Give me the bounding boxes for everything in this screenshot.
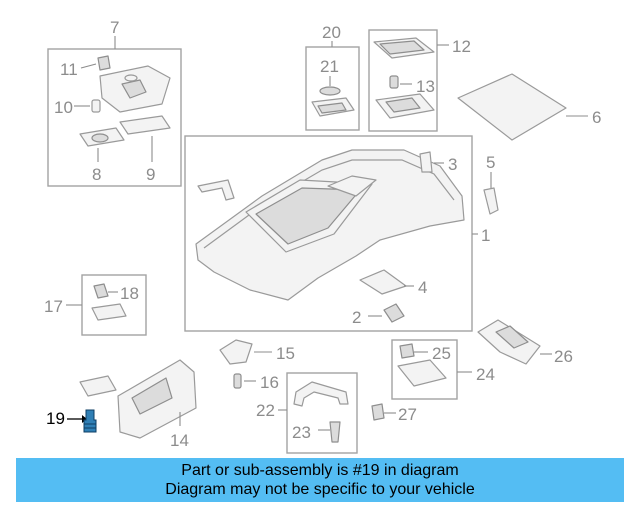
part-16[interactable]: 16: [233, 373, 279, 392]
part-14[interactable]: 14: [79, 359, 197, 450]
part-15[interactable]: 15: [219, 339, 295, 365]
part-5[interactable]: 5: [483, 153, 499, 215]
callout-27[interactable]: 27: [398, 405, 417, 424]
banner-line-2: Diagram may not be specific to your vehi…: [165, 481, 475, 498]
part-group-7[interactable]: 7 11 10 8 9: [47, 18, 182, 187]
callout-18[interactable]: 18: [120, 284, 139, 303]
group-12-frame: [368, 29, 438, 132]
part-27[interactable]: 27: [371, 403, 417, 424]
callout-1[interactable]: 1: [481, 226, 490, 245]
callout-23[interactable]: 23: [292, 423, 311, 442]
callout-9[interactable]: 9: [146, 165, 155, 184]
group-24-frame: [391, 339, 458, 400]
callout-5[interactable]: 5: [486, 153, 495, 172]
callout-21[interactable]: 21: [320, 57, 339, 76]
callout-26[interactable]: 26: [554, 347, 573, 366]
callout-10[interactable]: 10: [54, 98, 73, 117]
callout-3[interactable]: 3: [448, 155, 457, 174]
part-group-22[interactable]: 22 23: [256, 372, 358, 454]
part-group-24[interactable]: 24 25: [391, 339, 495, 400]
callout-2[interactable]: 2: [352, 308, 361, 327]
part-19[interactable]: 19: [46, 409, 97, 433]
info-banner: Part or sub-assembly is #19 in diagram D…: [16, 458, 624, 502]
callout-8[interactable]: 8: [92, 165, 101, 184]
callout-7[interactable]: 7: [110, 18, 119, 37]
callout-4[interactable]: 4: [418, 278, 427, 297]
callout-17[interactable]: 17: [44, 297, 63, 316]
part-group-20[interactable]: 20 21: [305, 23, 360, 131]
part-26[interactable]: 26: [477, 319, 573, 366]
banner-line-1: Part or sub-assembly is #19 in diagram: [181, 462, 459, 479]
callout-19[interactable]: 19: [46, 409, 65, 428]
parts-diagram: 7 11 10 8 9 20 21 12: [44, 18, 601, 454]
callout-15[interactable]: 15: [276, 344, 295, 363]
callout-11[interactable]: 11: [60, 60, 78, 79]
group-22-frame: [286, 372, 358, 454]
callout-13[interactable]: 13: [416, 77, 435, 96]
callout-12[interactable]: 12: [452, 37, 471, 56]
callout-22[interactable]: 22: [256, 401, 275, 420]
part-6[interactable]: 6: [457, 73, 601, 141]
callout-20[interactable]: 20: [322, 23, 341, 42]
part-group-1[interactable]: 1 3 4 2: [184, 135, 490, 332]
callout-16[interactable]: 16: [260, 373, 279, 392]
part-group-17[interactable]: 17 18: [44, 274, 147, 336]
callout-14[interactable]: 14: [170, 431, 189, 450]
part-group-12[interactable]: 12 13: [368, 29, 471, 132]
callout-25[interactable]: 25: [432, 344, 451, 363]
callout-6[interactable]: 6: [592, 108, 601, 127]
callout-24[interactable]: 24: [476, 365, 495, 384]
